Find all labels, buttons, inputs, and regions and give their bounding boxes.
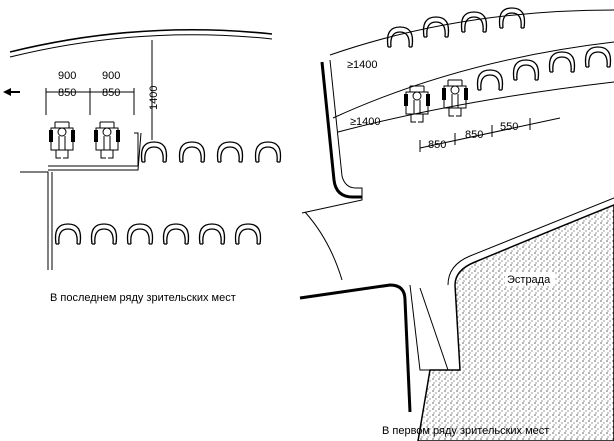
dim-row-spacing-2: ≥1400 <box>350 116 381 128</box>
dim-space-1: 850 <box>428 139 446 151</box>
dim-depth: 1400 <box>148 86 160 110</box>
stage-edge <box>447 197 614 286</box>
dim-width-2: 900 <box>102 70 120 82</box>
left-plan-last-row: 900 900 850 850 1400 В последнем ряду зр… <box>3 28 282 304</box>
dim-row-spacing-1: ≥1400 <box>347 59 378 71</box>
caption-last-row: В последнем ряду зрительских мест <box>50 292 236 304</box>
ramp-edge <box>409 284 430 371</box>
seat-row-back <box>386 7 526 48</box>
dim-space-3: 550 <box>500 121 518 133</box>
ramp-dimension <box>419 287 449 371</box>
curved-wall-inner <box>9 34 273 58</box>
stage-area <box>417 204 614 441</box>
stage-label: Эстрада <box>507 274 551 286</box>
wall-lower <box>299 283 412 413</box>
seat-row-arc-2 <box>332 41 614 119</box>
seat-row-arc-3 <box>337 81 614 133</box>
dim-space-1: 850 <box>58 87 76 99</box>
seat-row-front <box>476 46 612 91</box>
wall-upper-inner <box>301 59 363 214</box>
wheelchair-icon <box>93 121 121 159</box>
door-swing <box>304 211 343 281</box>
dimension-lines-right <box>419 117 561 152</box>
wheelchair-icon <box>48 121 76 159</box>
seat-row-lower <box>54 223 262 245</box>
arrow-head-icon <box>3 88 11 96</box>
stage-label-bg <box>505 272 555 286</box>
curved-wall <box>9 28 273 53</box>
seat-row-upper <box>140 141 282 163</box>
right-plan-first-row: ≥1400 ≥1400 850 850 550 Эстрада В первом… <box>299 7 614 441</box>
caption-first-row: В первом ряду зрительских мест <box>382 425 549 437</box>
wheelchair-icon <box>403 85 431 123</box>
dim-space-2: 850 <box>102 87 120 99</box>
dim-width-1: 900 <box>58 70 76 82</box>
platform-edge <box>20 132 142 270</box>
wheelchair-icon <box>441 79 469 117</box>
wall-upper <box>320 61 362 199</box>
dim-space-2: 850 <box>465 129 483 141</box>
dimension-lines <box>45 88 135 115</box>
